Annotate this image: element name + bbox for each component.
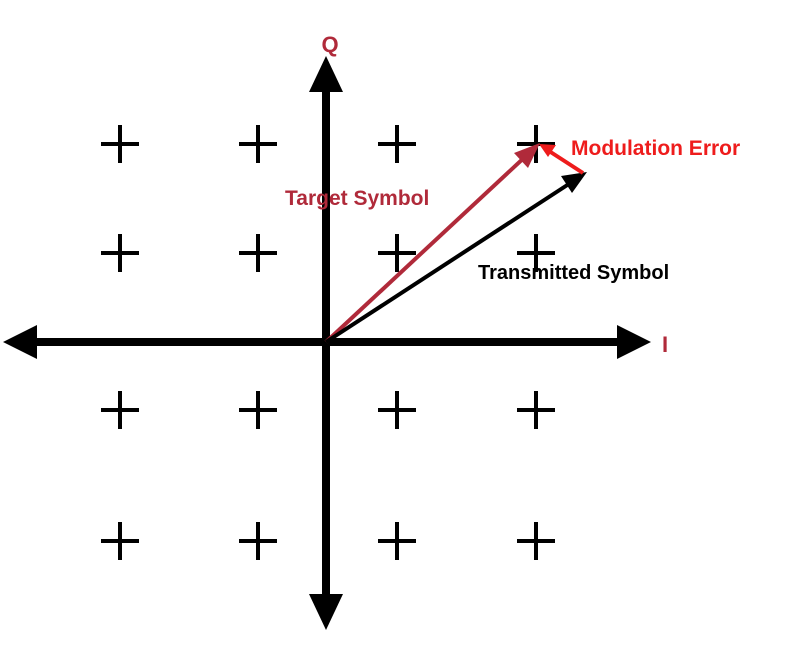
- constellation-point-marker: [101, 234, 139, 272]
- q-axis-label: Q: [321, 32, 338, 57]
- modulation-error-arrowhead: [539, 144, 556, 157]
- q-axis-bottom-arrowhead: [309, 594, 343, 630]
- constellation-point-marker: [239, 391, 277, 429]
- constellation-markers: [101, 125, 555, 560]
- constellation-point-marker: [101, 391, 139, 429]
- modulation-error-vector: [547, 149, 585, 175]
- target-symbol-vector: [324, 153, 529, 344]
- constellation-point-marker: [517, 125, 555, 163]
- modulation-error-label: Modulation Error: [571, 137, 740, 160]
- i-axis-left-arrowhead: [3, 325, 37, 359]
- constellation-point-marker: [517, 522, 555, 560]
- constellation-point-marker: [378, 391, 416, 429]
- q-axis-top-arrowhead: [309, 56, 343, 92]
- constellation-point-marker: [239, 522, 277, 560]
- target-symbol-arrowhead: [514, 143, 540, 168]
- i-axis-label: I: [662, 332, 668, 357]
- i-axis-right-arrowhead: [617, 325, 651, 359]
- transmitted-symbol-arrowhead: [561, 172, 587, 193]
- constellation-point-marker: [239, 234, 277, 272]
- transmitted-symbol-label: Transmitted Symbol: [478, 262, 669, 284]
- constellation-point-marker: [239, 125, 277, 163]
- constellation-point-marker: [517, 391, 555, 429]
- target-symbol-label: Target Symbol: [285, 187, 429, 210]
- constellation-point-marker: [378, 125, 416, 163]
- constellation-point-marker: [378, 522, 416, 560]
- vectors: [324, 143, 587, 344]
- constellation-point-marker: [101, 522, 139, 560]
- constellation-point-marker: [378, 234, 416, 272]
- constellation-point-marker: [101, 125, 139, 163]
- transmitted-symbol-vector: [324, 178, 577, 344]
- constellation-point-marker: [517, 234, 555, 272]
